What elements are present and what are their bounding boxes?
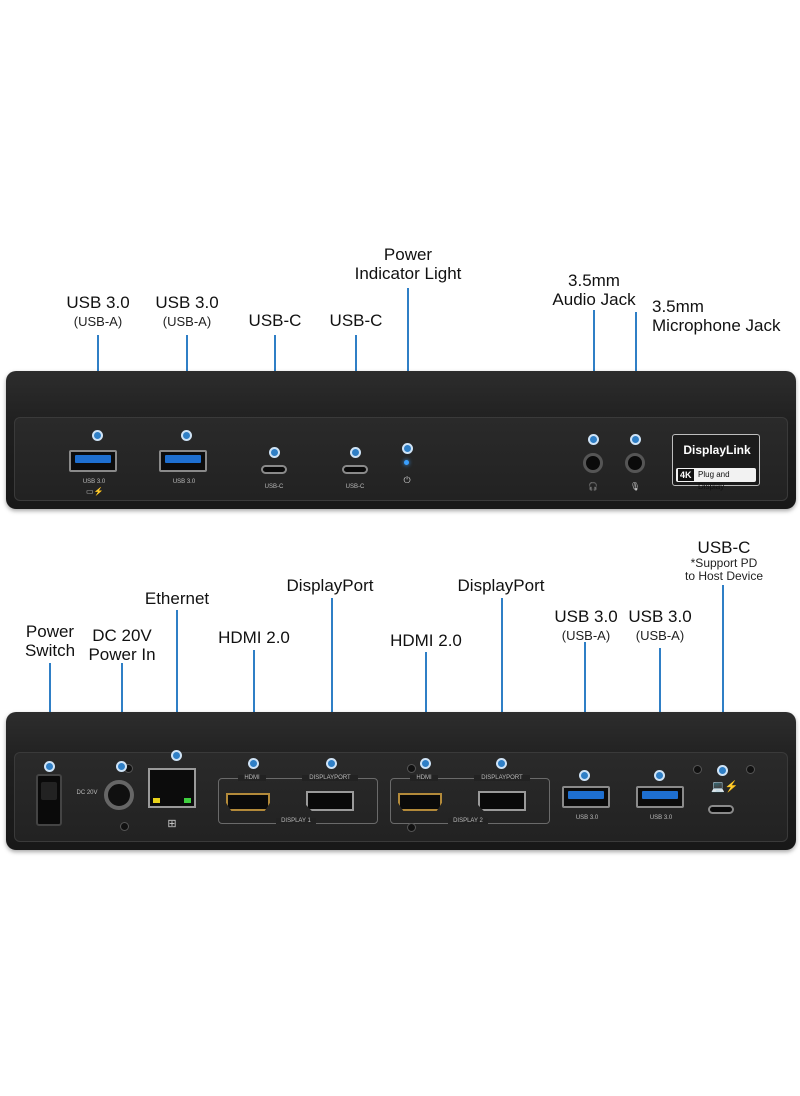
leader-line xyxy=(722,585,724,769)
callout-dot xyxy=(717,765,728,776)
label-back-usbc: USB-C *Support PD to Host Device xyxy=(684,538,764,583)
power-icon: ⏻ xyxy=(403,475,411,485)
back-usb3-port-2 xyxy=(636,786,684,808)
power-switch-rocker xyxy=(41,782,57,800)
displaylink-badge: DisplayLink 4K Plug and Display xyxy=(672,434,760,491)
label-displayport-1: DisplayPort xyxy=(286,576,374,595)
screw xyxy=(407,823,416,832)
front-usbc-port-1 xyxy=(261,465,287,474)
ethernet-led-green xyxy=(184,798,191,803)
dock-front-body xyxy=(6,371,796,509)
ethernet-port xyxy=(148,768,196,808)
ethernet-led-yellow xyxy=(153,798,160,803)
label-front-usbc-1: USB-C xyxy=(248,311,302,330)
back-usb3-port-1-text: USB 3.0 xyxy=(575,815,599,821)
label-displayport-2: DisplayPort xyxy=(457,576,545,595)
badge-subtitle: Plug and Display xyxy=(698,470,730,491)
leader-line xyxy=(176,610,178,754)
dc-power-jack xyxy=(104,780,134,810)
callout-dot xyxy=(630,434,641,445)
displayport-1-text: DISPLAYPORT xyxy=(302,775,358,781)
laptop-charge-icon: 💻⚡ xyxy=(711,781,739,793)
label-power-indicator-light: Power Indicator Light xyxy=(354,245,462,283)
screw xyxy=(120,822,129,831)
callout-dot xyxy=(181,430,192,441)
dc-port-text: DC 20V xyxy=(76,790,98,796)
callout-dot xyxy=(171,750,182,761)
label-front-usb3-2: USB 3.0 (USB-A) xyxy=(155,293,219,329)
label-hdmi-1: HDMI 2.0 xyxy=(218,628,290,647)
screw xyxy=(693,765,702,774)
label-back-usb3-2: USB 3.0 (USB-A) xyxy=(628,607,692,643)
hdmi-port-1 xyxy=(226,793,270,811)
leader-line xyxy=(659,648,661,774)
callout-dot xyxy=(326,758,337,769)
front-usbc-port-1-text: USB-C xyxy=(264,484,284,490)
back-usbc-port xyxy=(708,805,734,814)
front-usbc-port-2 xyxy=(342,465,368,474)
hdmi-2-text: HDMI xyxy=(410,775,438,781)
front-usbc-port-2-text: USB-C xyxy=(345,484,365,490)
callout-dot xyxy=(654,770,665,781)
audio-jack-port xyxy=(583,453,603,473)
battery-charge-icon: ▭⚡ xyxy=(86,487,104,496)
label-audio-jack: 3.5mm Audio Jack xyxy=(552,271,636,309)
label-back-usb3-1: USB 3.0 (USB-A) xyxy=(554,607,618,643)
display1-text: DISPLAY 1 xyxy=(276,818,316,824)
front-usb3-port-2-text: USB 3.0 xyxy=(172,479,196,485)
front-usb3-port-1-text: USB 3.0 xyxy=(82,479,106,485)
power-switch xyxy=(36,774,62,826)
displayport-port-1 xyxy=(306,791,354,811)
label-microphone-jack: 3.5mm Microphone Jack xyxy=(652,297,781,335)
power-indicator-led xyxy=(404,460,409,465)
screw xyxy=(746,765,755,774)
callout-dot xyxy=(116,761,127,772)
callout-dot xyxy=(269,447,280,458)
leader-line xyxy=(425,652,427,762)
callout-dot xyxy=(496,758,507,769)
front-usb3-port-1 xyxy=(69,450,117,472)
callout-dot xyxy=(579,770,590,781)
leader-line xyxy=(331,598,333,762)
display2-text: DISPLAY 2 xyxy=(448,818,488,824)
microphone-icon: 🎙 xyxy=(629,482,641,491)
label-hdmi-2: HDMI 2.0 xyxy=(390,631,462,650)
label-front-usbc-2: USB-C xyxy=(329,311,383,330)
badge-4k-tag: 4K xyxy=(678,469,694,481)
displayport-port-2 xyxy=(478,791,526,811)
displaylink-logo-text: DisplayLink xyxy=(683,443,751,457)
hdmi-1-text: HDMI xyxy=(238,775,266,781)
badge-bottom-strip: 4K Plug and Display xyxy=(676,468,756,491)
front-usb3-port-2 xyxy=(159,450,207,472)
callout-dot xyxy=(402,443,413,454)
label-power-switch: Power Switch xyxy=(24,622,76,660)
label-front-usb3-1: USB 3.0 (USB-A) xyxy=(66,293,130,329)
microphone-jack-port xyxy=(625,453,645,473)
network-icon: ⊞ xyxy=(167,818,177,830)
leader-line xyxy=(253,650,255,762)
headphone-icon: 🎧 xyxy=(588,482,598,491)
dock-front-face xyxy=(14,417,788,501)
callout-dot xyxy=(420,758,431,769)
callout-dot xyxy=(248,758,259,769)
leader-line xyxy=(584,642,586,774)
callout-dot xyxy=(588,434,599,445)
callout-dot xyxy=(92,430,103,441)
leader-line xyxy=(501,598,503,762)
back-usb3-port-2-text: USB 3.0 xyxy=(649,815,673,821)
label-dc-power-in: DC 20V Power In xyxy=(88,626,156,664)
callout-dot xyxy=(44,761,55,772)
displayport-2-text: DISPLAYPORT xyxy=(474,775,530,781)
hdmi-port-2 xyxy=(398,793,442,811)
callout-dot xyxy=(350,447,361,458)
label-ethernet: Ethernet xyxy=(144,589,210,608)
back-usb3-port-1 xyxy=(562,786,610,808)
screw xyxy=(407,764,416,773)
leader-line xyxy=(407,288,409,446)
